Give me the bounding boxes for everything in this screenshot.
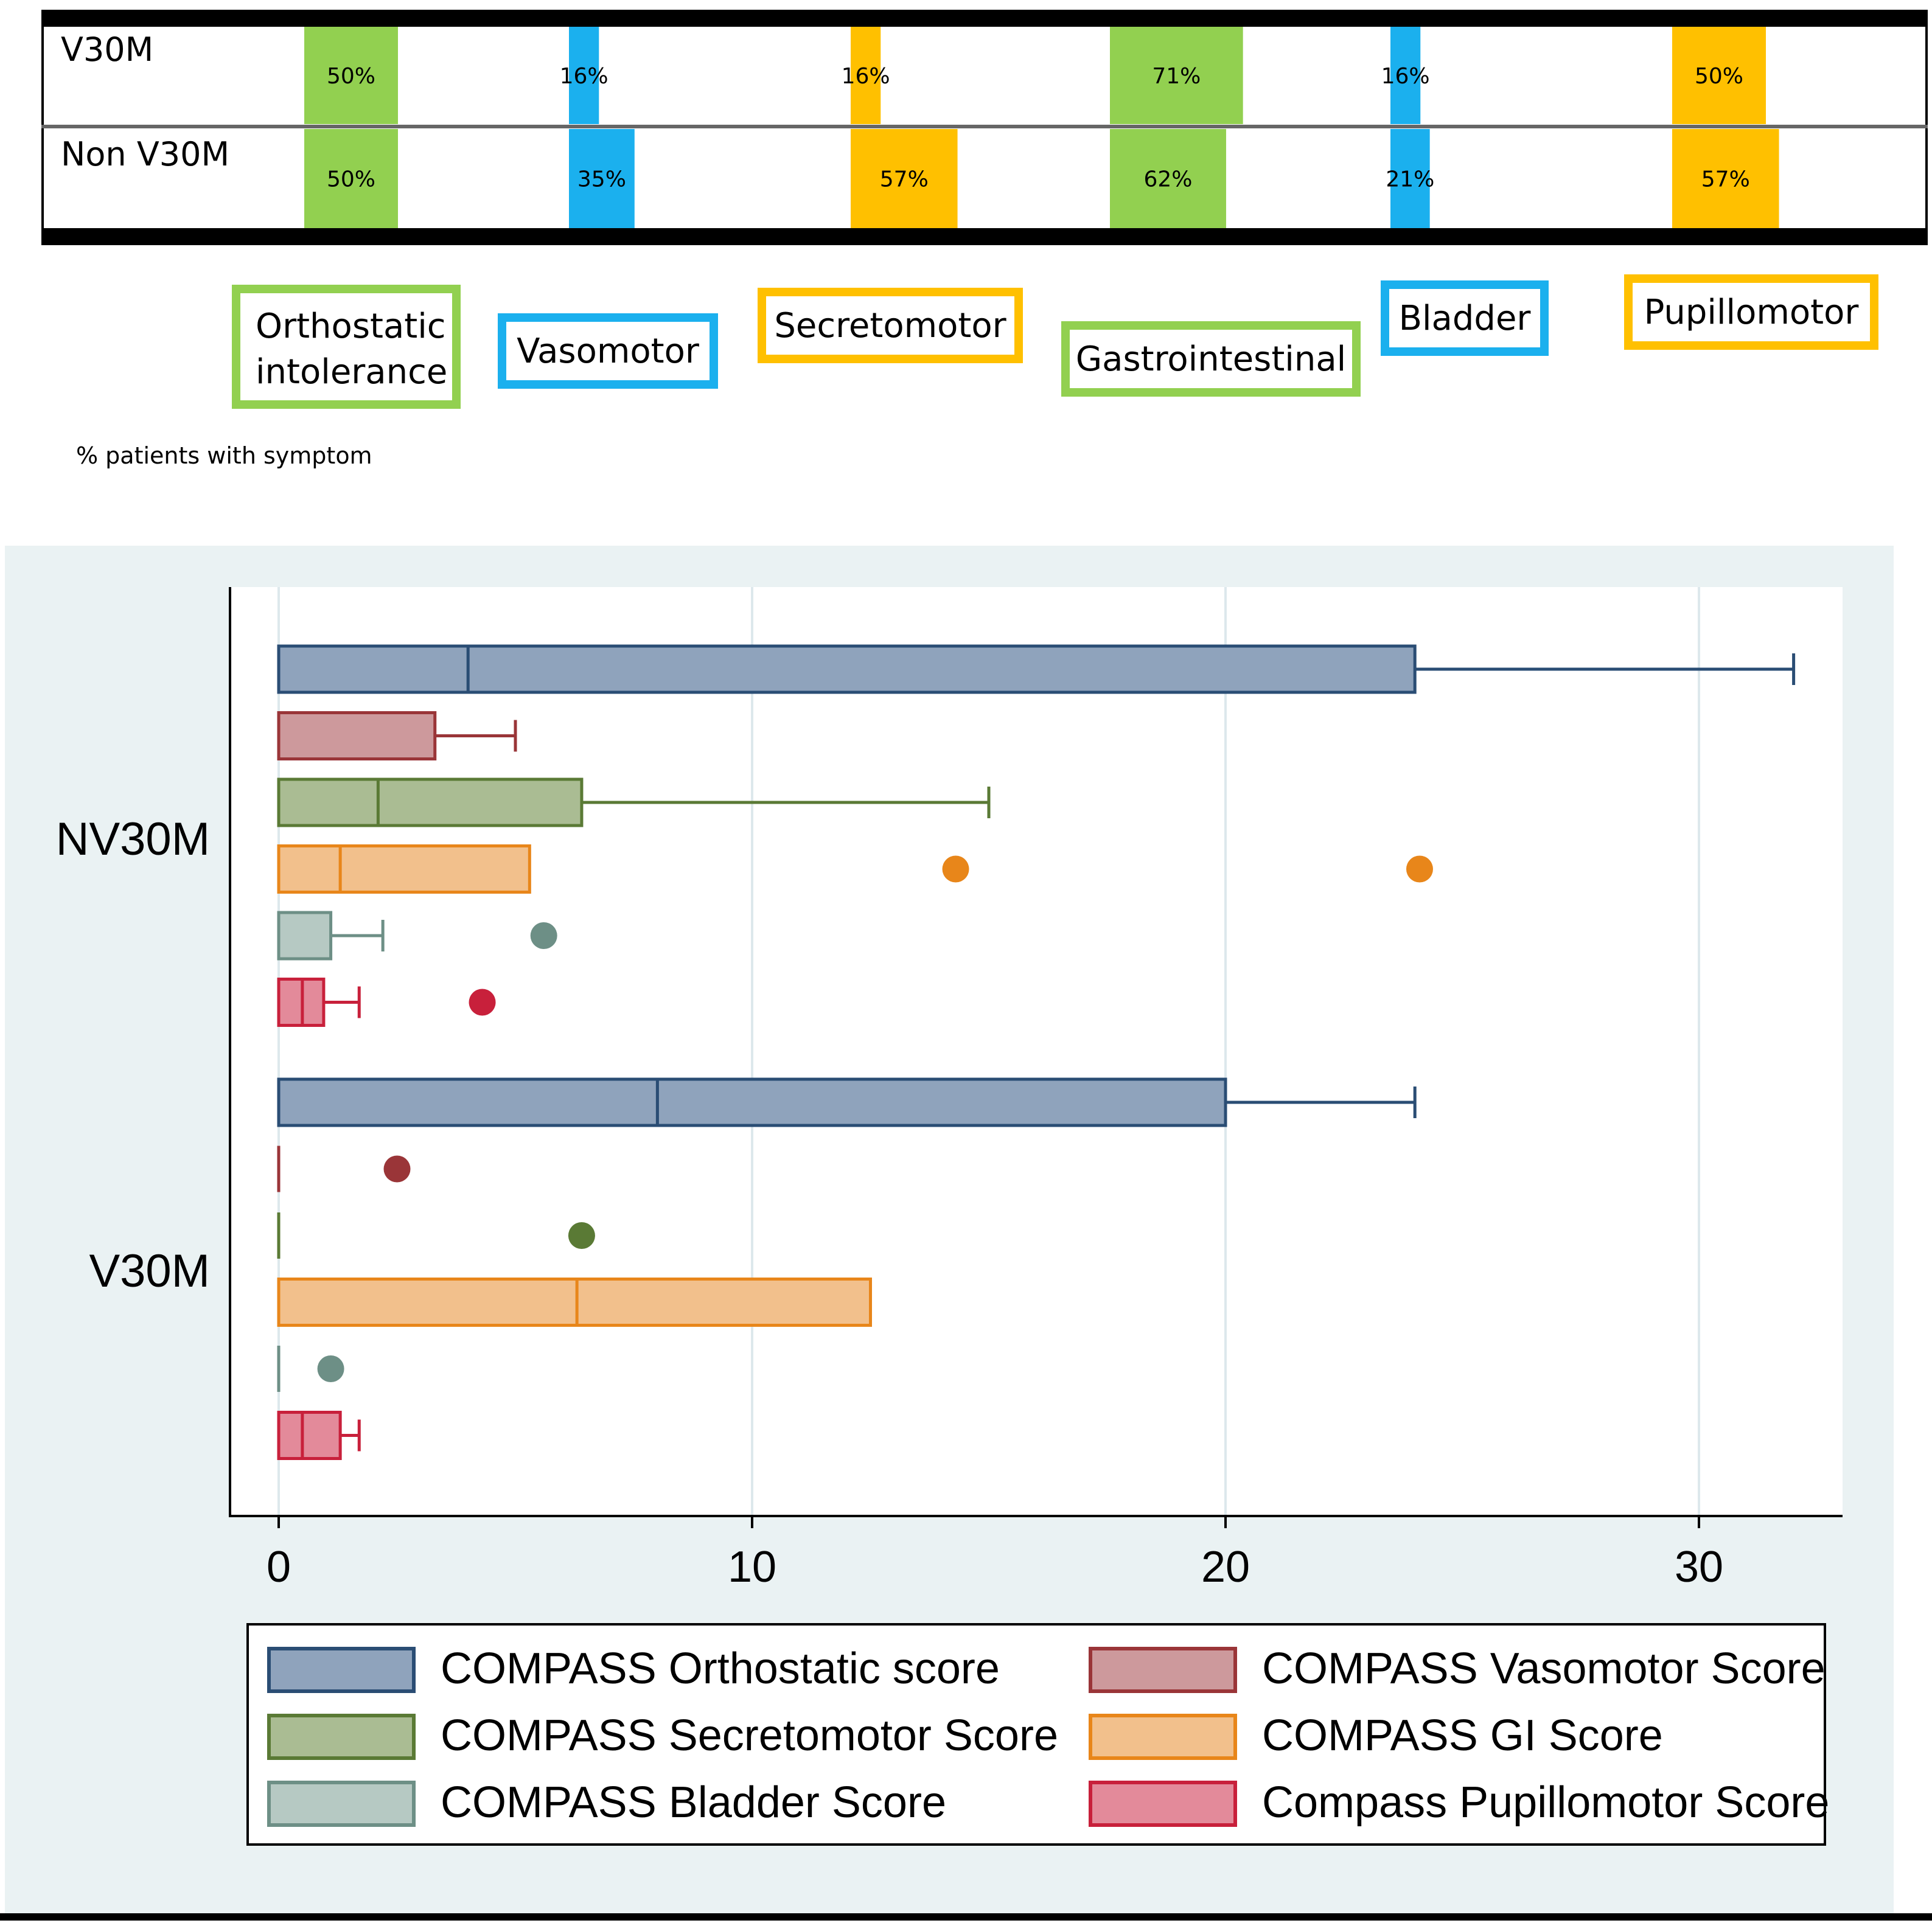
x-tick-label-10: 10 <box>728 1543 776 1591</box>
iqr-box-compass-vasomotor-score-nv30m <box>277 711 437 760</box>
x-tick-label-20: 20 <box>1201 1543 1250 1591</box>
box-compass-gi-score-v30m <box>277 1278 872 1327</box>
legend-swatch-compass-bladder-score <box>267 1781 416 1827</box>
legend-box-pupillomotor <box>1624 274 1878 350</box>
cell-label-non-v30m-gastrointestinal: 62% <box>1143 167 1192 192</box>
outlier-compass-bladder-score-v30m-1 <box>317 1355 344 1382</box>
cell-v30m-secretomotor <box>851 27 881 124</box>
cell-label-v30m-orthostatic-intolerance: 50% <box>327 64 375 89</box>
cell-label-v30m-gastrointestinal: 71% <box>1152 64 1201 89</box>
cell-non-v30m-pupillomotor <box>1672 129 1779 228</box>
plot-area <box>230 587 1843 1515</box>
cell-v30m-orthostatic-intolerance <box>304 27 398 124</box>
cell-v30m-bladder <box>1390 27 1421 124</box>
cell-label-non-v30m-pupillomotor: 57% <box>1701 167 1750 192</box>
row-label-non-v30m: Non V30M <box>61 135 229 173</box>
box-compass-pupillomotor-score-v30m <box>277 1411 361 1460</box>
legend-label-compass-orthostatic-score: COMPASS Orthostatic score <box>441 1644 1000 1693</box>
legend-label-orthostatic-intolerance-line2: intolerance <box>256 352 447 392</box>
cell-non-v30m-bladder <box>1390 129 1430 228</box>
cell-non-v30m-vasomotor <box>569 129 635 228</box>
cell-v30m-gastrointestinal <box>1110 27 1243 124</box>
cell-non-v30m-gastrointestinal <box>1110 129 1226 228</box>
symptom-table: V30M Non V30M 50% 16% 16% 71% 16% 50% 50% 35% 57… <box>41 10 1928 245</box>
legend-box-secretomotor <box>758 288 1023 363</box>
iqr-box-compass-gi-score-v30m <box>277 1278 872 1327</box>
x-tick-label-0: 0 <box>267 1543 291 1591</box>
iqr-box-compass-gi-score-nv30m <box>277 844 531 894</box>
box-compass-orthostatic-score-nv30m <box>277 644 1796 694</box>
legend-label-compass-secretomotor-score: COMPASS Secretomotor Score <box>441 1711 1058 1760</box>
outlier-compass-gi-score-nv30m-1 <box>942 855 969 883</box>
legend-swatch-compass-gi-score <box>1089 1714 1237 1760</box>
boxplot-legend-entries: COMPASS Orthostatic score COMPASS Vasomot… <box>267 1644 1829 1827</box>
box-compass-secretomotor-score-v30m <box>277 1212 595 1259</box>
cell-label-non-v30m-secretomotor: 57% <box>880 167 929 192</box>
outlier-compass-bladder-score-nv30m-1 <box>530 922 557 949</box>
box-compass-bladder-score-v30m <box>277 1346 344 1392</box>
box-compass-pupillomotor-score-nv30m <box>277 978 496 1027</box>
x-axis-ticks: 0 10 20 30 <box>267 1516 1723 1591</box>
boxplot-legend <box>246 1623 1826 1846</box>
iqr-box-compass-pupillomotor-score-v30m <box>277 1411 342 1460</box>
cell-label-v30m-secretomotor: 16% <box>842 64 890 89</box>
legend-label-compass-gi-score: COMPASS GI Score <box>1262 1711 1663 1760</box>
outlier-compass-gi-score-nv30m-2 <box>1406 855 1433 883</box>
table-note: % patients with symptom <box>76 442 372 469</box>
legend-label-bladder: Bladder <box>1399 299 1532 338</box>
legend-box-orthostatic-intolerance <box>232 285 461 409</box>
iqr-box-compass-secretomotor-score-nv30m <box>277 777 584 827</box>
legend-label-compass-pupillomotor-score: Compass Pupillomotor Score <box>1262 1778 1829 1827</box>
box-compass-secretomotor-score-nv30m <box>277 777 991 827</box>
row-label-v30m: V30M <box>61 30 153 69</box>
legend-box-bladder <box>1381 280 1549 356</box>
legend-box-gastrointestinal <box>1061 321 1361 397</box>
cell-non-v30m-orthostatic-intolerance <box>304 129 398 228</box>
outlier-compass-secretomotor-score-v30m-1 <box>568 1222 595 1249</box>
legend-box-vasomotor <box>498 313 718 389</box>
legend-swatch-compass-orthostatic-score <box>267 1647 416 1693</box>
table-bottom-border <box>41 228 1928 245</box>
cell-label-v30m-vasomotor: 16% <box>560 64 609 89</box>
figure-bottom-rule <box>0 1913 1932 1921</box>
cell-v30m-pupillomotor <box>1672 27 1766 124</box>
cell-label-non-v30m-bladder: 21% <box>1386 167 1434 192</box>
box-compass-vasomotor-score-v30m <box>277 1146 411 1192</box>
box-compass-vasomotor-score-nv30m <box>277 711 517 760</box>
cell-label-v30m-pupillomotor: 50% <box>1695 64 1743 89</box>
group-label-v30m: V30M <box>89 1245 210 1297</box>
legend-swatch-compass-vasomotor-score <box>1089 1647 1237 1693</box>
legend-label-compass-vasomotor-score: COMPASS Vasomotor Score <box>1262 1644 1826 1693</box>
legend-label-orthostatic-intolerance-line1: Orthostatic <box>256 307 446 346</box>
legend-label-vasomotor: Vasomotor <box>517 332 700 371</box>
outlier-compass-vasomotor-score-v30m-1 <box>383 1155 411 1183</box>
box-compass-gi-score-nv30m <box>277 844 1433 894</box>
cell-label-v30m-bladder: 16% <box>1381 64 1430 89</box>
legend-label-gastrointestinal: Gastrointestinal <box>1076 339 1346 379</box>
outlier-compass-pupillomotor-score-nv30m-1 <box>469 989 496 1016</box>
iqr-box-compass-bladder-score-nv30m <box>277 911 333 961</box>
cell-v30m-vasomotor <box>569 27 599 124</box>
iqr-box-compass-orthostatic-score-v30m <box>277 1077 1227 1127</box>
legend-label-pupillomotor: Pupillomotor <box>1644 293 1860 332</box>
category-legend: Orthostatic intolerance Vasomotor Secretomo… <box>232 274 1878 409</box>
iqr-box-compass-orthostatic-score-nv30m <box>277 644 1417 694</box>
table-top-border <box>41 10 1928 27</box>
boxplot-marks <box>277 644 1796 1460</box>
x-tick-label-30: 30 <box>1675 1543 1723 1591</box>
cell-non-v30m-secretomotor <box>851 129 958 228</box>
legend-swatch-compass-secretomotor-score <box>267 1714 416 1760</box>
box-compass-bladder-score-nv30m <box>277 911 557 961</box>
table-cells: 50% 16% 16% 71% 16% 50% 50% 35% 57% 62% 21% 57% <box>304 27 1779 228</box>
cell-label-non-v30m-vasomotor: 35% <box>577 167 626 192</box>
group-label-nv30m: NV30M <box>56 813 210 865</box>
cell-label-non-v30m-orthostatic-intolerance: 50% <box>327 167 375 192</box>
legend-swatch-compass-pupillomotor-score <box>1089 1781 1237 1827</box>
legend-label-secretomotor: Secretomotor <box>774 306 1006 346</box>
legend-label-compass-bladder-score: COMPASS Bladder Score <box>441 1778 946 1827</box>
box-compass-orthostatic-score-v30m <box>277 1077 1417 1127</box>
